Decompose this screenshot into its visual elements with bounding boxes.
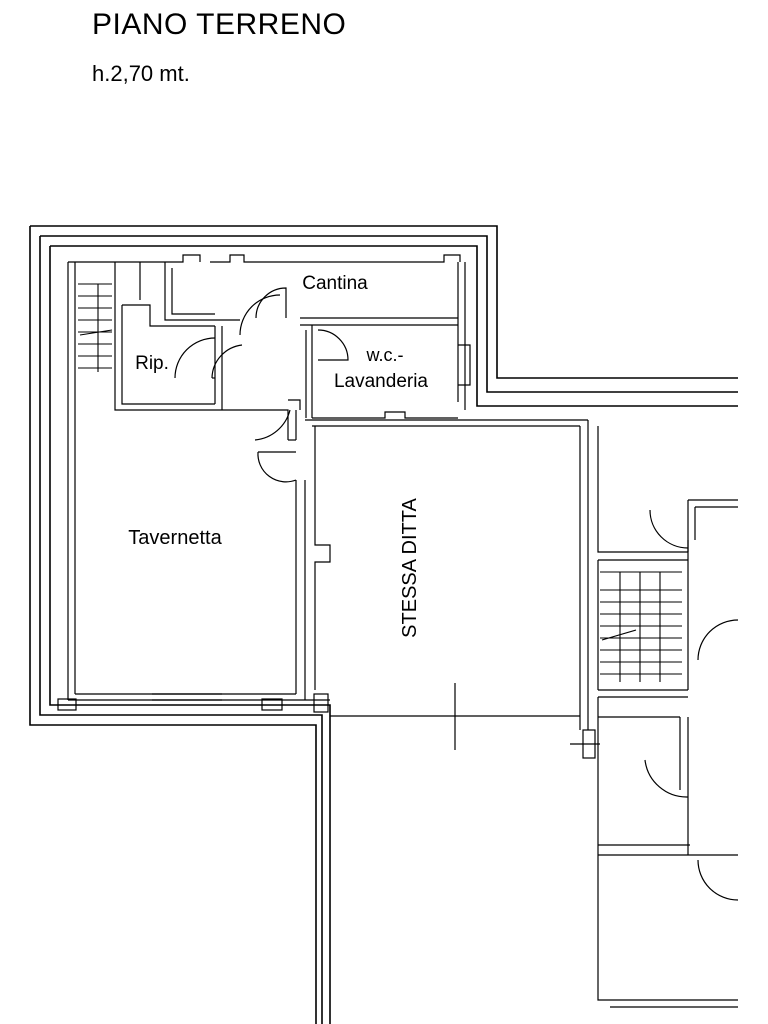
room-label-tavernetta: Tavernetta bbox=[128, 527, 222, 549]
room-label-wc: w.c.- bbox=[365, 345, 403, 365]
ceiling-height-note: h.2,70 mt. bbox=[92, 61, 190, 86]
outer-walls bbox=[29, 225, 738, 1024]
room-label-cantina: Cantina bbox=[302, 273, 368, 294]
interior-walls bbox=[57, 254, 600, 759]
staircase-right bbox=[600, 571, 682, 682]
room-label-lavanderia: Lavanderia bbox=[334, 371, 428, 392]
door-swings bbox=[174, 287, 739, 901]
room-label-stessa-ditta: STESSA DITTA bbox=[399, 498, 421, 638]
staircase-left bbox=[78, 283, 113, 372]
room-label-ripostiglio: Rip. bbox=[135, 353, 169, 374]
adjacent-building bbox=[597, 426, 738, 1008]
plan-title: PIANO TERRENO bbox=[92, 8, 347, 41]
